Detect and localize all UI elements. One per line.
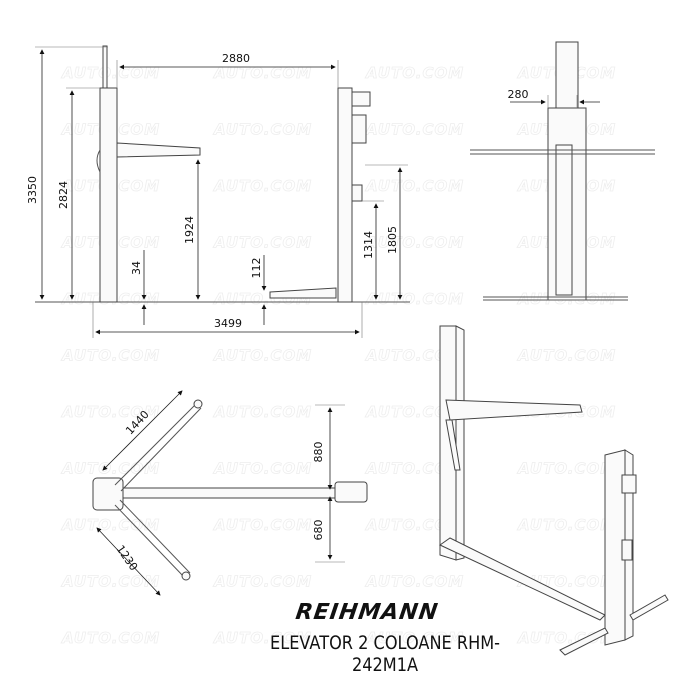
dim-control-height: 1314 [362,231,375,259]
power-unit [351,114,367,144]
column-top [92,477,124,511]
dim-overall-width: 3499 [214,317,242,330]
watermark: AUTO.COM [61,516,160,534]
watermark: AUTO.COM [365,629,464,647]
left-column-extension [102,45,108,89]
dim-short-arm-reach: 680 [312,520,325,541]
watermark: AUTO.COM [517,460,616,478]
iso-right-arm-1 [559,627,609,656]
model-title: ELEVATOR 2 COLOANE RHM-242M1A [269,632,500,676]
watermark: AUTO.COM [61,629,160,647]
watermark: AUTO.COM [213,234,312,252]
dim-inner-width: 2880 [222,52,250,65]
watermark: AUTO.COM [213,573,312,591]
left-lift-arm [116,142,201,158]
watermark: AUTO.COM [213,629,312,647]
watermark: AUTO.COM [365,234,464,252]
brand-logo: REIHMANN [294,600,440,625]
watermark: AUTO.COM [365,290,464,308]
watermark: AUTO.COM [365,403,464,421]
watermark: AUTO.COM [213,177,312,195]
watermark: AUTO.COM [213,516,312,534]
watermark: AUTO.COM [365,460,464,478]
dim-long-arm-reach: 880 [312,442,325,463]
isometric-view [439,325,669,656]
watermark: AUTO.COM [61,573,160,591]
watermark: AUTO.COM [213,121,312,139]
column-extension [555,41,579,111]
top-view: 1440 1230 880 680 [92,390,368,596]
right-column [337,87,353,303]
watermark: AUTO.COM [213,460,312,478]
front-view: 3350 2824 2880 1924 34 112 1314 1805 349… [26,45,410,338]
dim-max-lift-height: 1924 [183,216,196,244]
left-column [99,87,118,303]
control-box [351,184,363,202]
watermark: AUTO.COM [61,347,160,365]
dim-column-height: 2824 [57,181,70,209]
watermark: AUTO.COM [365,177,464,195]
motor [351,91,371,107]
iso-left-upper-arm [445,399,583,421]
long-arm-top [122,487,364,499]
dim-column-depth: 280 [508,88,529,101]
right-lift-arm [269,287,337,299]
opposite-carriage [334,481,368,503]
dim-lock-release-height: 1805 [386,226,399,254]
dim-short-arm: 1230 [114,543,141,573]
watermark: AUTO.COM [213,403,312,421]
left-column-bulge [96,149,101,173]
dim-total-height: 3350 [26,176,39,204]
iso-right-arm-2 [629,594,669,621]
watermark: AUTO.COM [365,516,464,534]
watermark: AUTO.COM [365,573,464,591]
dim-min-pad-right: 112 [250,258,263,279]
watermark: AUTO.COM [365,347,464,365]
watermark: AUTO.COM [517,516,616,534]
iso-motor [621,474,637,494]
side-view: 280 [470,41,655,301]
watermark: AUTO.COM [365,121,464,139]
watermark: AUTO.COM [365,64,464,82]
watermark: AUTO.COM [213,347,312,365]
watermark: AUTO.COM [517,347,616,365]
carriage [555,144,573,296]
iso-control-box [621,539,633,561]
watermark: AUTO.COM [517,629,616,647]
dim-min-pad-left: 34 [130,261,143,275]
